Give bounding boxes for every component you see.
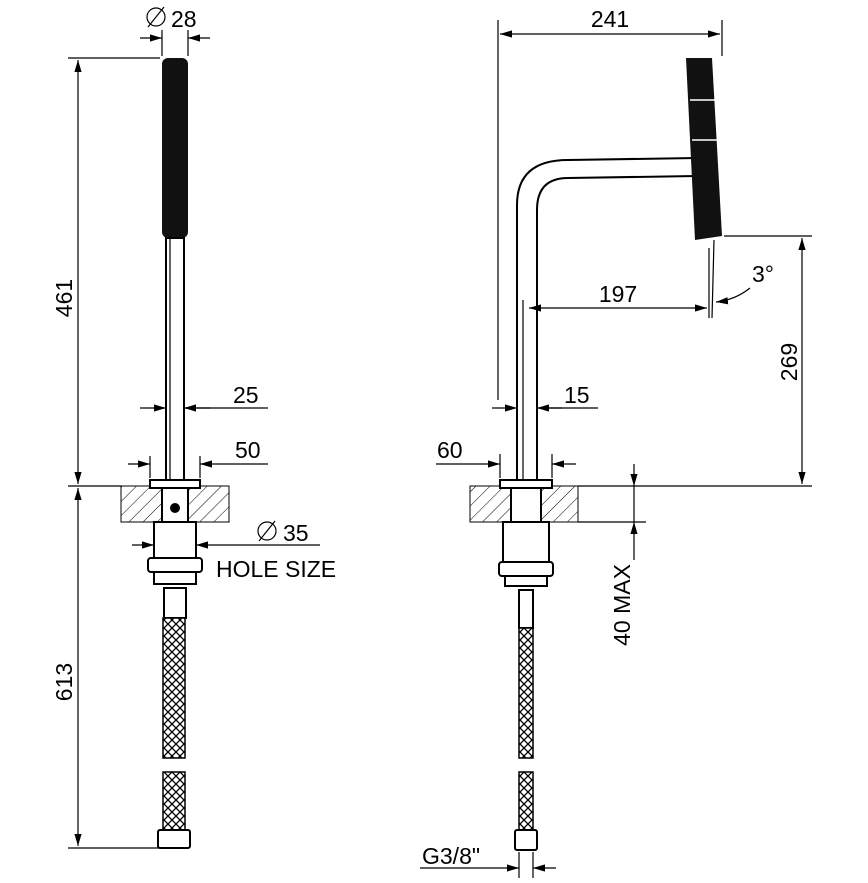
- dim-241: 241: [591, 6, 629, 32]
- dim-269: 269: [776, 343, 802, 381]
- dim-thread: G3/8": [422, 843, 480, 869]
- shower-head: [686, 58, 722, 240]
- spout: [516, 156, 697, 482]
- dim-50: 50: [235, 437, 261, 463]
- dim-35: 35: [283, 520, 309, 546]
- shower-tube: [165, 237, 185, 482]
- hole-size-label: HOLE SIZE: [216, 556, 336, 582]
- braided-hose-left: [162, 617, 186, 759]
- dim-60: 60: [437, 437, 463, 463]
- dim-40-max: 40 MAX: [609, 564, 635, 646]
- hand-shower-grip: [162, 58, 188, 238]
- dim-28: 28: [171, 6, 197, 32]
- braided-hose-right: [518, 627, 534, 759]
- dim-25: 25: [233, 382, 259, 408]
- left-view: 461 613 28 25 50 35 HOLE SIZE: [51, 6, 336, 849]
- dim-613: 613: [51, 663, 77, 701]
- dim-15: 15: [564, 382, 590, 408]
- right-view: 241 197 3° 269 15 60 40 MAX: [420, 6, 812, 878]
- dim-3-degrees: 3°: [752, 261, 774, 287]
- dim-461: 461: [51, 279, 77, 317]
- dim-197: 197: [599, 281, 637, 307]
